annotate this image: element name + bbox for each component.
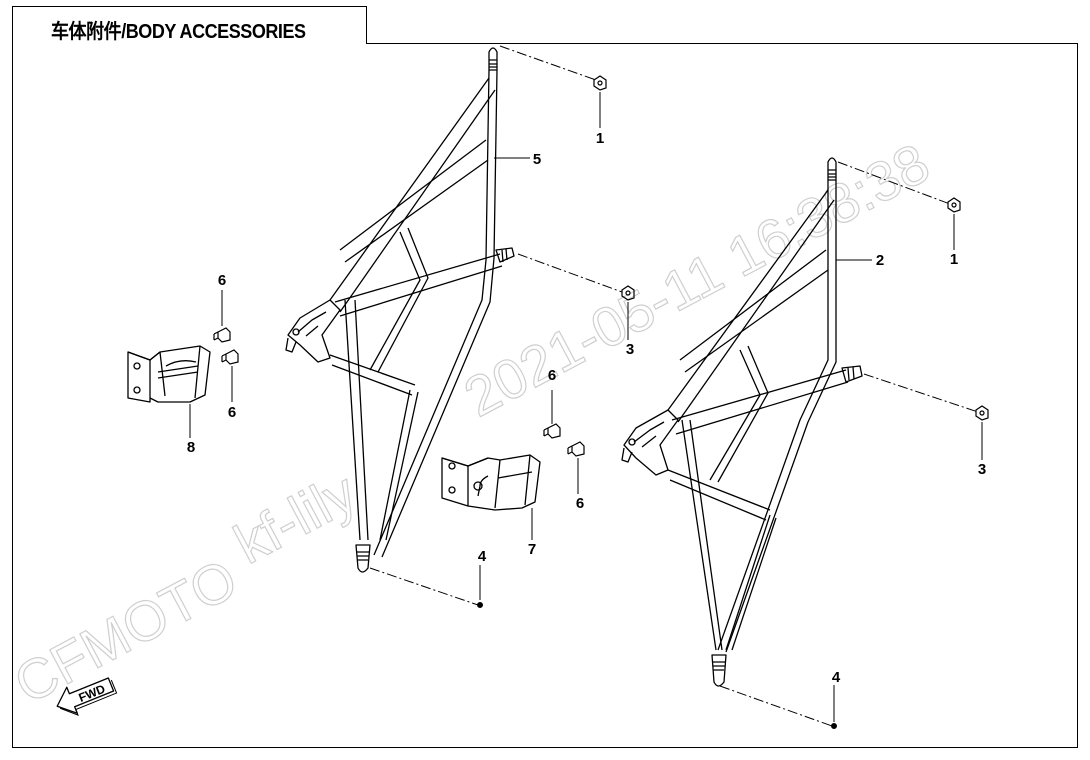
body-frame-left bbox=[285, 47, 515, 573]
screw-4-a bbox=[477, 602, 483, 608]
bolt-6-b bbox=[221, 349, 239, 365]
leader-lines bbox=[189, 92, 983, 722]
callout-2: 2 bbox=[876, 252, 884, 269]
callout-1-b: 1 bbox=[950, 251, 958, 268]
bolt-6-c bbox=[543, 423, 561, 439]
body-frame-right bbox=[621, 157, 863, 687]
screw-4-b bbox=[831, 723, 837, 729]
diagram-title: 车体附件/BODY ACCESSORIES bbox=[51, 21, 306, 43]
mount-bracket-7 bbox=[441, 454, 541, 511]
callout-7: 7 bbox=[528, 541, 536, 558]
callouts: 1 1 2 3 3 4 4 5 6 6 6 6 7 8 bbox=[187, 130, 986, 686]
diagram-frame bbox=[12, 43, 1078, 748]
nut-1-a bbox=[593, 75, 607, 91]
watermark-datetime: 2021-05-11 16:38:38 bbox=[454, 131, 939, 429]
fwd-arrow: FWD bbox=[56, 677, 118, 716]
assembly-lines bbox=[369, 45, 979, 727]
callout-8: 8 bbox=[187, 439, 195, 456]
mount-bracket-8 bbox=[127, 345, 211, 403]
callout-6-d: 6 bbox=[576, 495, 584, 512]
watermark-user: kf-lily bbox=[224, 460, 366, 575]
bolt-6-d bbox=[567, 441, 585, 457]
callout-4-a: 4 bbox=[478, 548, 487, 565]
nut-1-b bbox=[947, 197, 961, 213]
callout-3-a: 3 bbox=[626, 341, 634, 358]
callout-1-a: 1 bbox=[596, 130, 604, 147]
nut-3-b bbox=[975, 405, 989, 421]
callout-4-b: 4 bbox=[832, 669, 841, 686]
callout-6-a: 6 bbox=[218, 272, 226, 289]
callout-5: 5 bbox=[533, 151, 541, 168]
title-box: 车体附件/BODY ACCESSORIES bbox=[12, 6, 367, 44]
callout-6-b: 6 bbox=[228, 404, 236, 421]
watermark-brand: CFMOTO bbox=[4, 547, 247, 716]
callout-6-c: 6 bbox=[548, 367, 556, 384]
nut-3-a bbox=[621, 285, 635, 301]
bolt-6-a bbox=[213, 327, 231, 343]
callout-3-b: 3 bbox=[978, 461, 986, 478]
